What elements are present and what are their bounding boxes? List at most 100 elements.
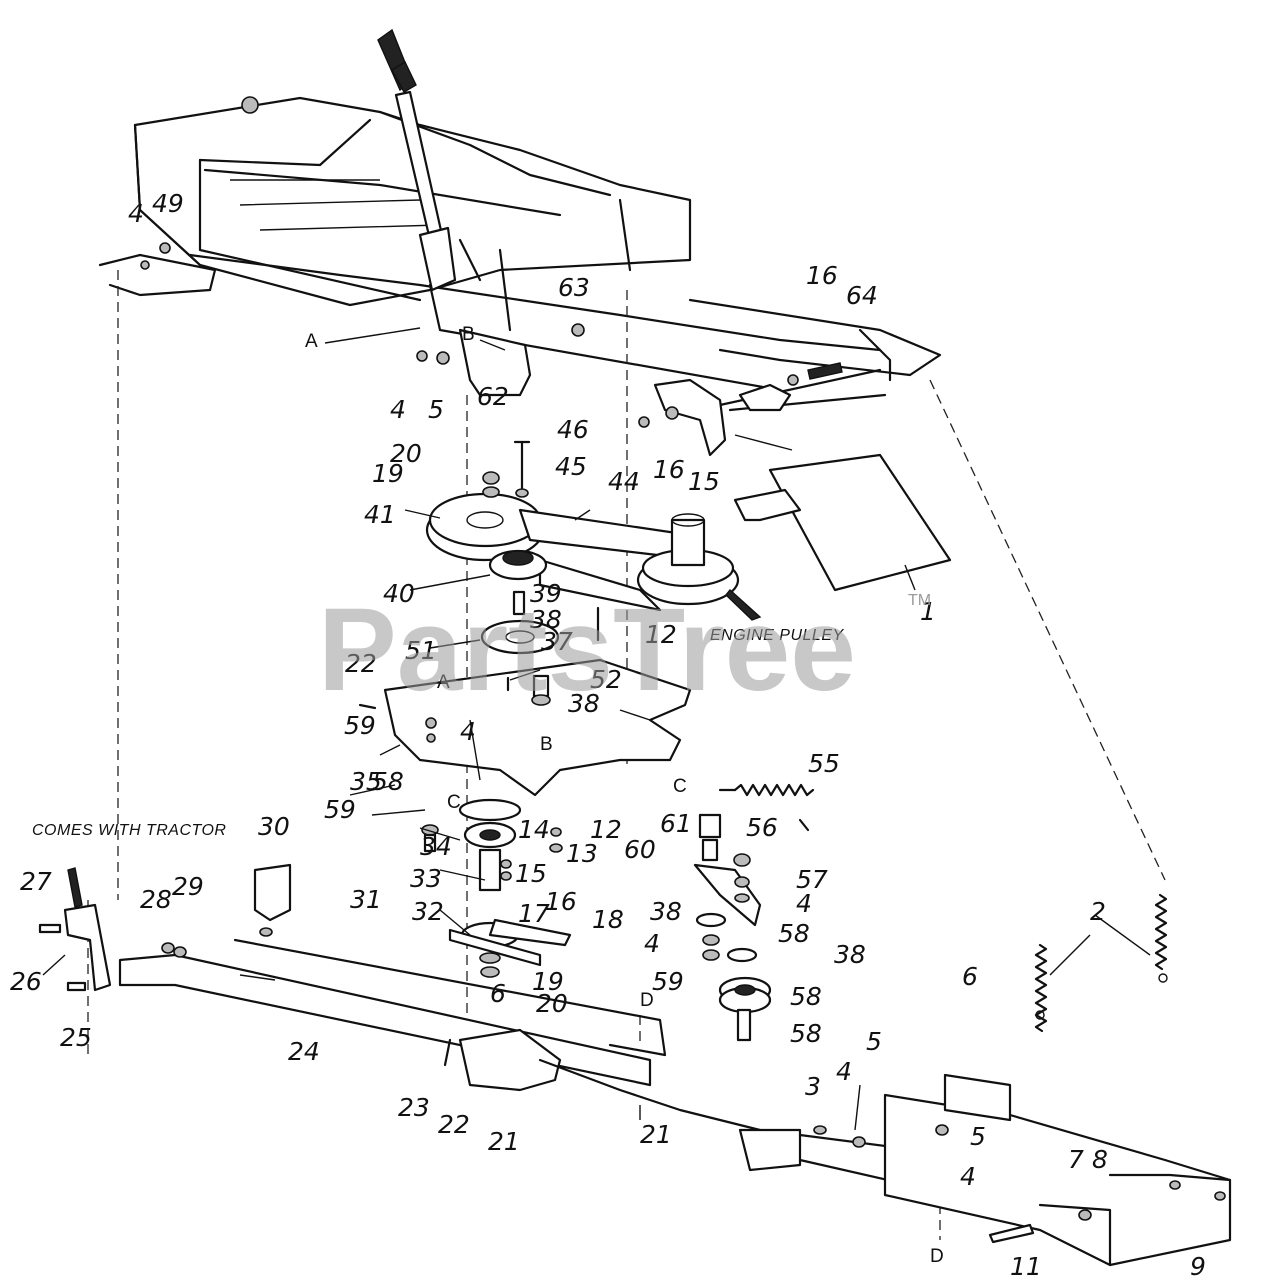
part-label: 58 — [372, 767, 404, 796]
part-label: 56 — [746, 813, 778, 842]
part-label: 30 — [258, 812, 290, 841]
part-label: 14 — [518, 815, 550, 844]
part-label: 9 — [1190, 1252, 1206, 1280]
reference-letter: A — [437, 672, 450, 693]
part-label: 28 — [140, 885, 172, 914]
pulleys-and-belt — [425, 440, 762, 655]
reference-letter: C — [673, 776, 687, 797]
part-label: 12 — [590, 815, 622, 844]
part-label: 26 — [10, 967, 42, 996]
part-label: 4 — [644, 929, 660, 958]
part-label: 44 — [608, 467, 640, 496]
part-label: 55 — [808, 749, 840, 778]
reference-letter: A — [305, 331, 318, 352]
part-label: 20 — [390, 439, 422, 468]
part-label: 51 — [405, 636, 437, 665]
part-label: 22 — [345, 649, 377, 678]
part-label: 7 — [1068, 1145, 1084, 1174]
part-label: 21 — [488, 1127, 520, 1156]
part-label: 20 — [536, 989, 568, 1018]
part-label: 41 — [364, 500, 396, 529]
part-label: 3 — [805, 1072, 821, 1101]
part-label: 29 — [172, 872, 204, 901]
part-label: 38 — [568, 689, 600, 718]
reference-letters: A B A B C C D D — [305, 324, 944, 1267]
engine-pulley-caption: ENGINE PULLEY — [710, 627, 844, 644]
part-label: 40 — [383, 579, 415, 608]
part-label: 4 — [796, 889, 812, 918]
reference-letter: D — [640, 990, 654, 1011]
captions: ENGINE PULLEY COMES WITH TRACTOR — [32, 627, 844, 839]
part-label: 13 — [566, 839, 598, 868]
part-label: 38 — [530, 605, 562, 634]
part-label: 19 — [372, 459, 404, 488]
part-label: 35 — [350, 767, 382, 796]
comes-with-tractor-caption: COMES WITH TRACTOR — [32, 822, 226, 839]
reference-letter: C — [447, 792, 461, 813]
part-label: 59 — [652, 967, 684, 996]
part-label: 32 — [412, 897, 444, 926]
shield-plate — [733, 453, 952, 592]
part-label: 27 — [20, 867, 52, 896]
part-label: 18 — [592, 905, 624, 934]
part-label: 16 — [545, 887, 577, 916]
part-label: 60 — [624, 835, 656, 864]
reference-letter: D — [930, 1246, 944, 1267]
spring-and-idler-arm — [693, 783, 815, 1042]
part-label: 63 — [558, 273, 590, 302]
watermark-text: PartsTree — [318, 584, 856, 716]
part-label: 39 — [530, 579, 562, 608]
part-label: 5 — [866, 1027, 882, 1056]
part-label: 62 — [477, 382, 509, 411]
part-label: 5 — [970, 1122, 986, 1151]
watermark: PartsTree TM — [318, 584, 931, 716]
part-label: 4 — [836, 1057, 852, 1086]
bottom-frame — [38, 863, 1232, 1267]
part-label: 15 — [688, 467, 720, 496]
part-label: 23 — [398, 1093, 430, 1122]
part-label: 5 — [428, 395, 444, 424]
part-label: 38 — [650, 897, 682, 926]
part-label: 59 — [324, 795, 356, 824]
part-label: 24 — [288, 1037, 320, 1066]
part-label: 25 — [60, 1023, 92, 1052]
part-label: 37 — [541, 627, 573, 656]
part-label: 52 — [590, 665, 622, 694]
part-number-labels: 49 4 63 16 64 62 4 5 16 15 46 20 19 45 4… — [10, 189, 1206, 1280]
lift-springs — [1034, 893, 1168, 1033]
part-label: 6 — [490, 979, 506, 1008]
part-label: 57 — [796, 865, 828, 894]
reference-letter: B — [540, 734, 553, 755]
part-label: 4 — [460, 717, 476, 746]
part-label: 34 — [420, 832, 452, 861]
part-label: 45 — [555, 452, 587, 481]
part-label: 58 — [790, 982, 822, 1011]
part-label: 38 — [834, 940, 866, 969]
part-label: 15 — [515, 859, 547, 888]
part-label: 49 — [152, 189, 184, 218]
part-label: 4 — [128, 199, 144, 228]
part-label: 59 — [344, 711, 376, 740]
watermark-trademark: TM — [908, 592, 931, 609]
part-label: 46 — [557, 415, 589, 444]
reference-letter: B — [462, 324, 475, 345]
part-label: 33 — [410, 864, 442, 893]
part-label: 2 — [1090, 897, 1106, 926]
part-label: 21 — [640, 1120, 672, 1149]
part-label: 4 — [960, 1162, 976, 1191]
part-label: 61 — [660, 809, 692, 838]
part-label: 19 — [532, 967, 564, 996]
part-label: 64 — [846, 281, 878, 310]
part-label: 8 — [1092, 1145, 1108, 1174]
pivot-assembly — [421, 798, 572, 978]
idler-bracket — [358, 658, 692, 797]
upper-housing — [98, 96, 942, 457]
part-label: 17 — [518, 899, 550, 928]
part-label: 22 — [438, 1110, 470, 1139]
part-label: 31 — [350, 885, 382, 914]
part-label: 58 — [790, 1019, 822, 1048]
part-label: 11 — [1010, 1252, 1042, 1280]
part-label: 16 — [806, 261, 838, 290]
part-label: 1 — [920, 597, 936, 626]
